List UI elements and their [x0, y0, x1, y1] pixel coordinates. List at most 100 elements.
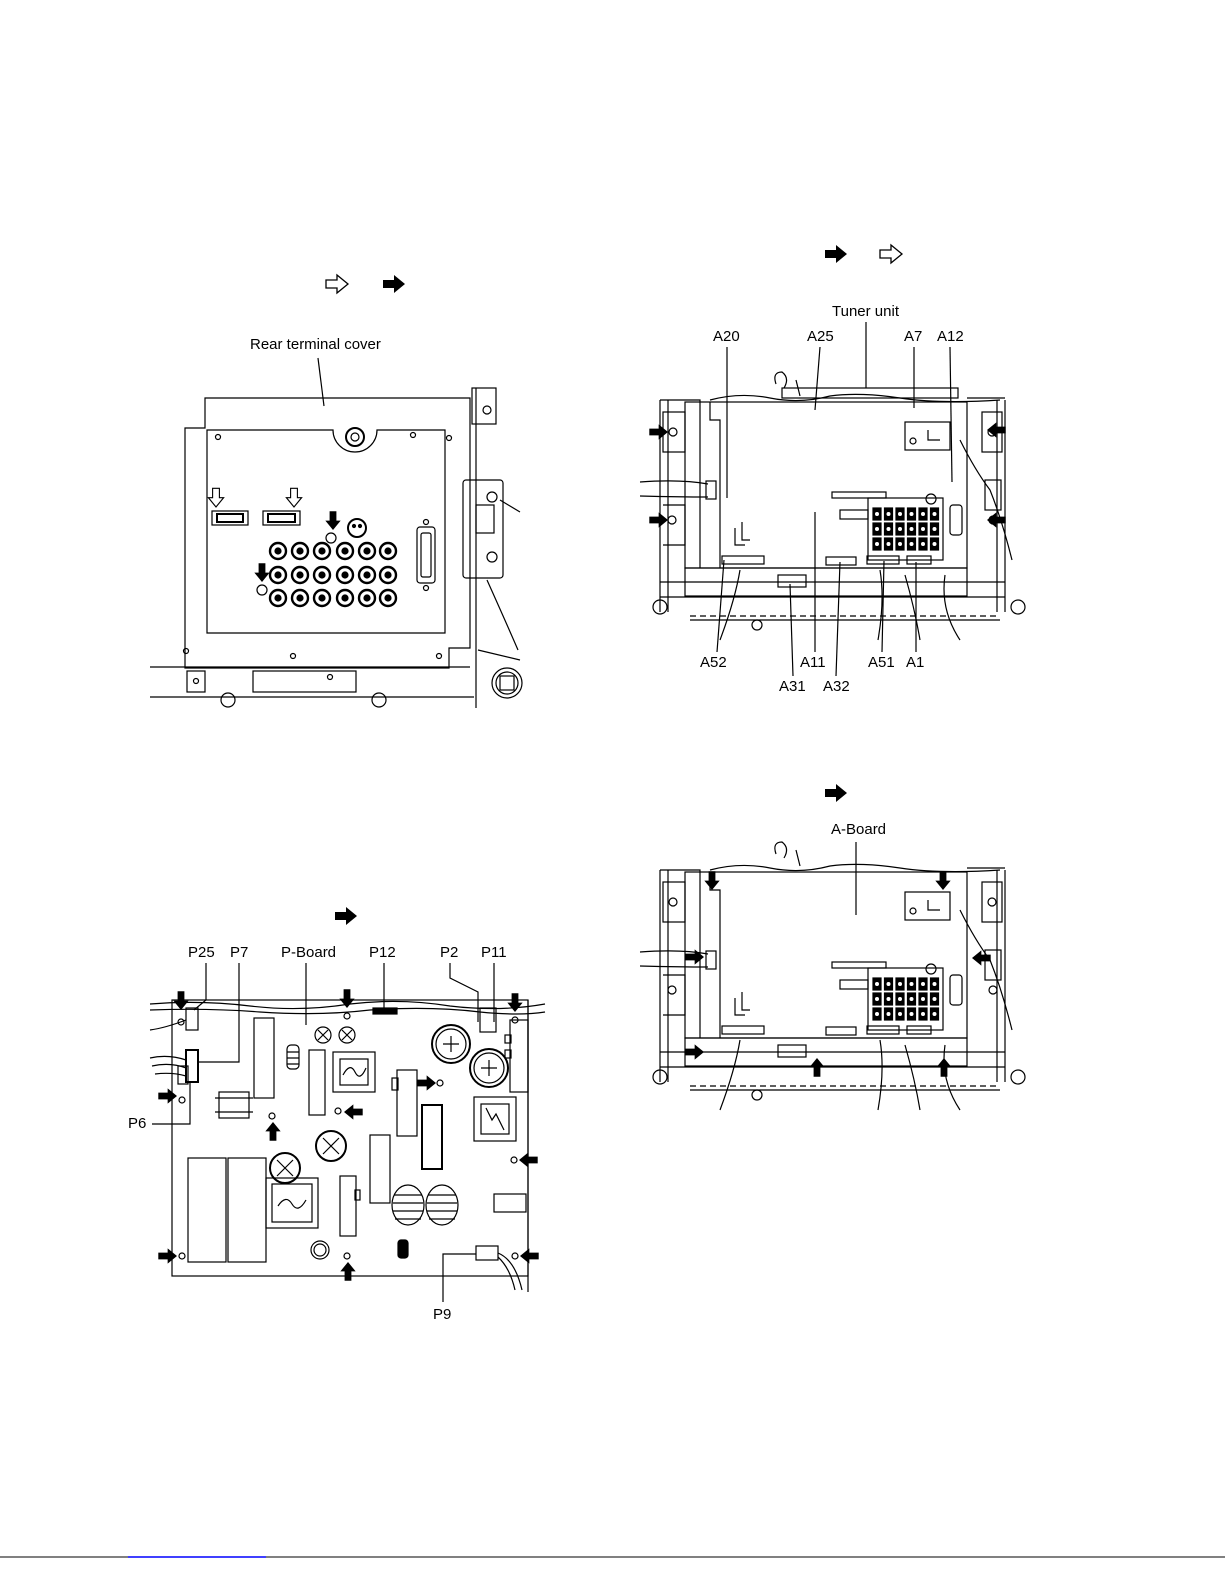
rca-jack-pin: [385, 595, 391, 601]
p-board-wiring: [150, 1001, 545, 1290]
d-sub-connector: [417, 520, 435, 591]
filled-arrow-icon: [825, 784, 847, 802]
filled-left-arrow-icon: [519, 1152, 538, 1167]
rear-terminal-cover-leader-line: [318, 358, 324, 406]
rear-terminal-cover-figure: Rear terminal cover: [150, 275, 522, 708]
rca-jack-pin: [275, 548, 281, 554]
p-board-label: P-Board: [281, 944, 336, 961]
filled-down-arrow-icon: [704, 871, 719, 890]
connector-label-a7: A7: [904, 328, 922, 345]
filled-left-arrow-icon: [344, 1104, 363, 1119]
filled-down-arrow-icon: [325, 511, 340, 530]
connector-label-p12: P12: [369, 944, 396, 961]
connector-label-a32: A32: [823, 678, 850, 695]
filled-up-arrow-icon: [936, 1058, 951, 1077]
rca-jack-pin: [297, 548, 303, 554]
rca-jack-pin: [342, 595, 348, 601]
rca-jack: [337, 543, 353, 559]
rca-jack: [359, 590, 375, 606]
filled-down-arrow-icon: [507, 993, 522, 1012]
rca-jack: [380, 543, 396, 559]
antenna-nut: [346, 428, 364, 446]
connector-label-a25: A25: [807, 328, 834, 345]
connector-label-p2: P2: [440, 944, 458, 961]
filled-right-arrow-icon: [649, 512, 668, 527]
connector-label-a11: A11: [800, 654, 826, 671]
rca-jack-pin: [297, 572, 303, 578]
filled-arrow-icon: [825, 245, 847, 263]
rca-jack-pin: [385, 572, 391, 578]
rear-terminal-cover-label: Rear terminal cover: [250, 336, 381, 353]
cover-screw: [326, 533, 336, 543]
rca-jack-pin: [342, 548, 348, 554]
filled-up-arrow-icon: [340, 1262, 355, 1281]
rca-jack: [314, 543, 330, 559]
rca-jack-pin: [364, 595, 370, 601]
round-foot: [492, 668, 522, 698]
s-video-jack: [348, 519, 366, 537]
filled-arrow-icon: [383, 275, 405, 293]
connector-label-p25: P25: [188, 944, 215, 961]
rca-jack-pin: [319, 595, 325, 601]
connector-label-p9: P9: [433, 1306, 451, 1323]
connector-label-a52: A52: [700, 654, 727, 671]
cover-screw: [257, 585, 267, 595]
rca-jack-pin: [297, 595, 303, 601]
connector-label-a20: A20: [713, 328, 740, 345]
rca-jack-pin: [275, 595, 281, 601]
right-bracket: [463, 388, 520, 708]
rca-jack: [380, 590, 396, 606]
a-board-figure: A-Board: [640, 784, 1025, 1110]
filled-down-arrow-icon: [254, 563, 269, 582]
rca-jack: [337, 567, 353, 583]
rca-jack: [359, 543, 375, 559]
terminal-panel-outline: [207, 430, 445, 633]
hdmi-port: [263, 511, 300, 525]
rca-jack: [270, 543, 286, 559]
filled-right-arrow-icon: [417, 1075, 436, 1090]
rca-jack: [292, 543, 308, 559]
filled-left-arrow-icon: [520, 1248, 539, 1263]
filled-left-arrow-icon: [972, 950, 991, 965]
filled-right-arrow-icon: [158, 1248, 177, 1263]
filled-down-arrow-icon: [173, 991, 188, 1010]
rca-jack-pin: [319, 548, 325, 554]
rca-jack: [292, 567, 308, 583]
bottom-frame: [150, 667, 474, 707]
rca-jack-pin: [342, 572, 348, 578]
connector-label-a1: A1: [906, 654, 924, 671]
rca-jack: [337, 590, 353, 606]
rca-jack-pin: [385, 548, 391, 554]
rca-jack: [314, 567, 330, 583]
filled-up-arrow-icon: [809, 1058, 824, 1077]
a-board-label: A-Board: [831, 821, 886, 838]
filled-right-arrow-icon: [158, 1088, 177, 1103]
connector-label-p11: P11: [481, 944, 507, 961]
connector-label-a12: A12: [937, 328, 964, 345]
hollow-arrow-icon: [326, 275, 348, 293]
hollow-down-arrow-icon: [208, 488, 223, 507]
tuner-unit-chassis-drawing: [640, 372, 1025, 640]
rca-jack: [270, 590, 286, 606]
connector-label-p6: P6: [128, 1115, 146, 1132]
filled-right-arrow-icon: [685, 1044, 704, 1059]
rca-jack-pin: [319, 572, 325, 578]
rca-jack-array: [270, 543, 396, 606]
filled-right-arrow-icon: [649, 424, 668, 439]
hollow-down-arrow-icon: [286, 488, 301, 507]
tuner-unit: [782, 388, 958, 398]
connector-label-p7: P7: [230, 944, 248, 961]
connector-label-a31: A31: [779, 678, 806, 695]
p-board-outline: [172, 1000, 528, 1276]
rca-jack: [359, 567, 375, 583]
tuner-unit-figure: Tuner unit A20 A25 A7 A12 A52 A11 A51 A1…: [640, 245, 1025, 695]
rca-jack-pin: [275, 572, 281, 578]
filled-arrow-icon: [335, 907, 357, 925]
filled-down-arrow-icon: [935, 871, 950, 890]
rca-jack: [380, 567, 396, 583]
connector-label-a51: A51: [868, 654, 895, 671]
rca-jack: [314, 590, 330, 606]
rca-jack-pin: [364, 548, 370, 554]
hdmi-port: [212, 511, 248, 525]
